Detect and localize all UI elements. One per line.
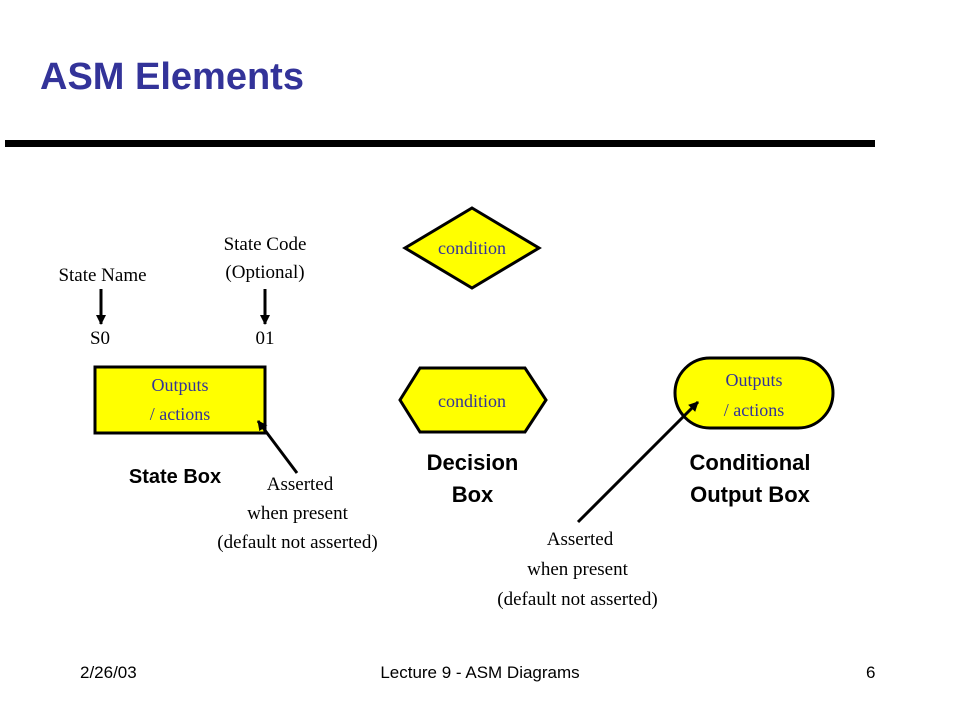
state-box-outputs-line1: Outputs [151, 375, 209, 395]
title-rule [5, 140, 875, 147]
state-asserted-line2: when present [247, 503, 348, 524]
conditional-output-caption-line1: Conditional [689, 450, 811, 475]
slide-title: ASM Elements [40, 56, 304, 98]
conditional-asserted-line1: Asserted [546, 529, 614, 550]
state-box-shape [93, 365, 267, 435]
decision-hexagon-shape [398, 366, 548, 434]
state-box-caption: State Box [128, 466, 222, 488]
conditional-asserted-line3: (default not asserted) [497, 589, 658, 610]
conditional-output-caption-line2: Output Box [690, 482, 810, 507]
conditional-outputs-line1: Outputs [725, 370, 783, 390]
state-code-label-line2: (Optional) [225, 262, 305, 283]
footer-date: 2/26/03 [80, 663, 137, 682]
decision-box-caption-line1: Decision [426, 450, 519, 475]
conditional-outputs-line2: / actions [723, 400, 785, 420]
state-asserted-line3: (default not asserted) [217, 532, 378, 553]
decision-diamond-shape [402, 206, 542, 290]
decision-diamond-label: condition [438, 238, 506, 258]
decision-box-caption-line2: Box [451, 482, 494, 507]
state-name-label: State Name [58, 265, 147, 286]
decision-hexagon-label: condition [438, 391, 506, 411]
state-asserted-line1: Asserted [266, 474, 334, 495]
footer-page-number: 6 [866, 663, 876, 682]
state-asserted-arrow [256, 420, 299, 474]
footer-lecture-title: Lecture 9 - ASM Diagrams [380, 663, 580, 682]
state-code-label-line1: State Code [223, 234, 307, 255]
conditional-asserted-line2: when present [527, 559, 628, 580]
state-code-value: 01 [255, 328, 275, 349]
state-name-value: S0 [89, 328, 111, 349]
conditional-output-box-shape [673, 356, 835, 430]
state-box-outputs-line2: / actions [149, 404, 211, 424]
conditional-asserted-arrow [576, 400, 700, 524]
